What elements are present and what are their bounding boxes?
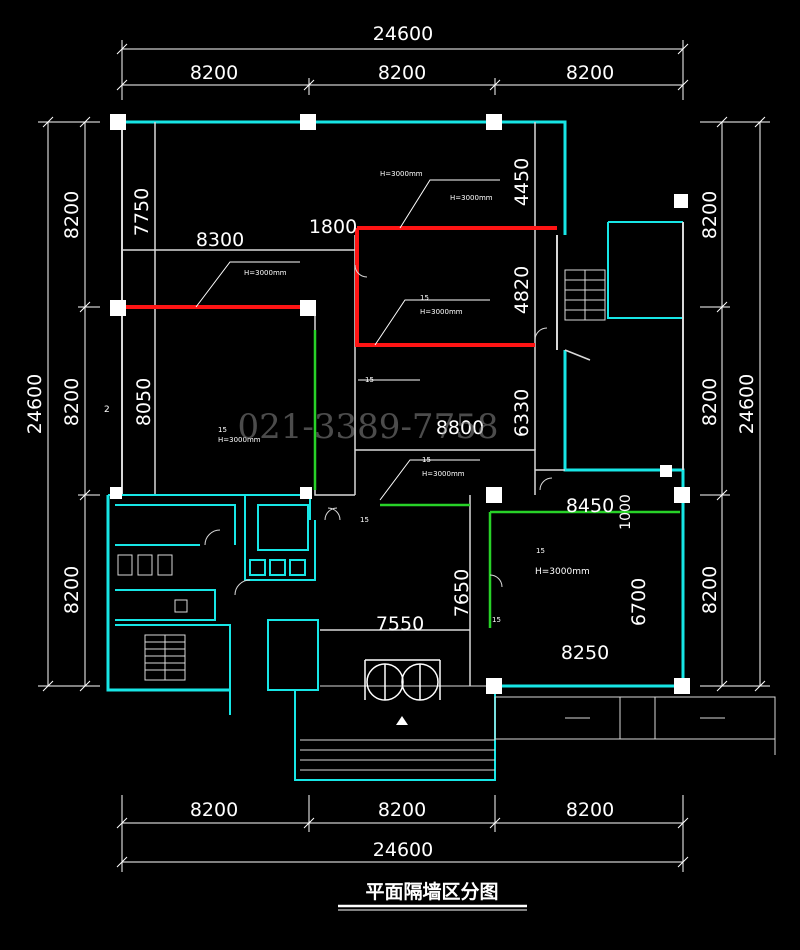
- column: [486, 487, 502, 503]
- dim-8250: 8250: [561, 642, 609, 664]
- interior-dimensions: 7750 8300 1800 4450 4820 8050 8800 6330 …: [131, 158, 650, 664]
- dim-bottom-bay-3: 8200: [566, 799, 614, 821]
- dim-left-bay-3: 8200: [61, 566, 83, 614]
- column: [674, 487, 690, 503]
- dim-7750: 7750: [131, 188, 153, 236]
- entrance-arrow: [396, 716, 408, 725]
- dim-8300: 8300: [196, 229, 244, 251]
- dim-right-bay-3: 8200: [699, 566, 721, 614]
- right-dimensions: [700, 116, 770, 692]
- dim-4450: 4450: [511, 158, 533, 206]
- column: [486, 678, 502, 694]
- revolving-door: [364, 659, 441, 701]
- column: [300, 114, 316, 130]
- note-h3000-c: H=3000mm: [244, 269, 287, 277]
- dim-top-bay-1: 8200: [190, 62, 238, 84]
- service-rooms: [108, 494, 319, 691]
- top-dimensions: [116, 40, 689, 100]
- column: [110, 300, 126, 316]
- column: [300, 300, 316, 316]
- note-mark-15-c: 15: [422, 456, 431, 464]
- note-mark-15-d: 15: [360, 516, 369, 524]
- dim-top-total: 24600: [373, 23, 433, 45]
- note-mark-15-e: 15: [536, 547, 545, 555]
- dim-8450: 8450: [566, 495, 614, 517]
- dim-bottom-bay-1: 8200: [190, 799, 238, 821]
- columns: [110, 114, 690, 694]
- green-partitions: [313, 330, 680, 628]
- note-h3000-a: H=3000mm: [380, 170, 423, 178]
- dim-right-bay-2: 8200: [699, 378, 721, 426]
- dim-4820: 4820: [511, 266, 533, 314]
- note-h3000-f: H=3000mm: [422, 470, 465, 478]
- dim-1000: 1000: [618, 494, 634, 530]
- dim-left-bay-2: 8200: [61, 378, 83, 426]
- column: [674, 678, 690, 694]
- toilet-fixtures: [117, 529, 251, 613]
- note-mark-15-g: 15: [420, 294, 429, 302]
- note-h3000-g: H=3000mm: [535, 567, 590, 577]
- dim-8800: 8800: [436, 417, 484, 439]
- note-h3000-e: H=3000mm: [218, 436, 261, 444]
- dim-6330: 6330: [511, 389, 533, 437]
- note-h3000-d: H=3000mm: [420, 308, 463, 316]
- column: [674, 194, 688, 208]
- dim-left-bay-1: 8200: [61, 191, 83, 239]
- drawing-title: 平面隔墙区分图: [365, 880, 498, 903]
- dim-bottom-bay-2: 8200: [378, 799, 426, 821]
- stair-lower-left: [144, 634, 186, 681]
- column: [110, 487, 122, 499]
- note-h3000-b: H=3000mm: [450, 194, 493, 202]
- column: [486, 114, 502, 130]
- annotations: H=3000mm H=3000mm H=3000mm H=3000mm H=30…: [104, 170, 590, 624]
- dim-left-total: 24600: [24, 374, 46, 434]
- dim-right-total: 24600: [736, 374, 758, 434]
- watermark: 021-3389-7758: [238, 407, 499, 447]
- column: [660, 465, 672, 477]
- entrance-steps: [300, 685, 776, 771]
- dim-7550: 7550: [376, 613, 424, 635]
- dim-right-bay-1: 8200: [699, 191, 721, 239]
- dim-1800: 1800: [309, 216, 357, 238]
- dim-7650: 7650: [451, 569, 473, 617]
- dim-top-bay-3: 8200: [566, 62, 614, 84]
- column: [110, 114, 126, 130]
- note-mark-15-b: 15: [218, 426, 227, 434]
- note-mark-15-f: 15: [492, 616, 501, 624]
- red-partitions: [124, 226, 557, 347]
- bottom-dimensions: [116, 795, 689, 872]
- dim-8050: 8050: [133, 378, 155, 426]
- left-dimensions: [38, 116, 100, 692]
- leader-lines: [195, 179, 500, 501]
- note-mark-15-a: 15: [365, 376, 374, 384]
- stair-right: [564, 269, 606, 321]
- note-label-2: 2: [104, 405, 110, 415]
- dim-6700: 6700: [628, 578, 650, 626]
- dim-top-bay-2: 8200: [378, 62, 426, 84]
- door-swings: [324, 264, 553, 588]
- column: [300, 487, 312, 499]
- dim-bottom-total: 24600: [373, 839, 433, 861]
